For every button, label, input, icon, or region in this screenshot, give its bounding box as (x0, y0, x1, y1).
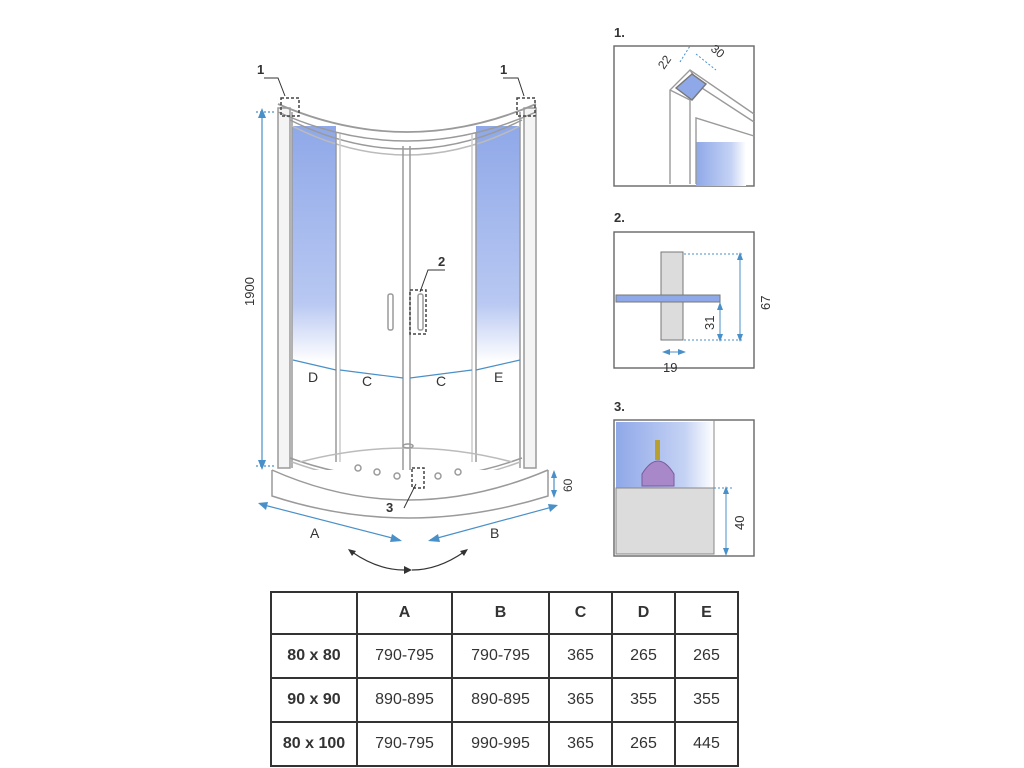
header-cell: E (674, 591, 739, 635)
left-handle (387, 293, 394, 331)
roller (454, 468, 462, 476)
detail-3-number: 3. (614, 399, 625, 414)
detail-3 (613, 419, 755, 557)
table-cell: 890-895 (451, 677, 550, 723)
dim-label-C-left: C (362, 373, 372, 389)
table-row: 80 x 100 790-795 990-995 365 265 445 (270, 721, 739, 767)
header-cell: B (451, 591, 550, 635)
table-cell: 265 (611, 721, 676, 767)
left-side-glass (292, 126, 336, 362)
table-header-row: A B C D E (270, 591, 739, 635)
shower-enclosure (271, 97, 549, 519)
detail-2 (613, 231, 755, 369)
dim-label-A: A (310, 525, 320, 541)
table-cell: 265 (674, 633, 739, 679)
roller (434, 472, 442, 480)
detail-2-number: 2. (614, 210, 625, 225)
right-side-glass (476, 126, 520, 362)
callout-label-1-left: 1 (257, 62, 264, 77)
right-post (523, 107, 537, 469)
detail-3-dim-height: 40 (732, 516, 747, 530)
table-row: 90 x 90 890-895 890-895 365 355 355 (270, 677, 739, 723)
table-cell: 365 (548, 677, 613, 723)
detail-2-dim-mid: 31 (702, 316, 717, 330)
size-cell: 80 x 100 (270, 721, 358, 767)
callout-box-2 (409, 289, 427, 335)
height-label: 1900 (242, 277, 257, 306)
dimensions-table: A B C D E 80 x 80 790-795 790-795 365 26… (270, 591, 739, 767)
shower-technical-drawing: 1 1 2 3 1900 60 D C C E A B (242, 25, 773, 574)
callout-label-2: 2 (438, 254, 445, 269)
header-cell: A (356, 591, 453, 635)
detail-1-number: 1. (614, 25, 625, 40)
callout-box-1-right (516, 97, 536, 117)
detail-1-dim-a: 22 (655, 52, 674, 71)
shower-tray (271, 470, 549, 519)
table-cell: 355 (611, 677, 676, 723)
callout-box-3 (411, 467, 425, 489)
dim-label-D: D (308, 369, 318, 385)
table-row: 80 x 80 790-795 790-795 365 265 265 (270, 633, 739, 679)
detail-1 (613, 45, 755, 187)
dim-label-C-right: C (436, 373, 446, 389)
table-cell: 790-795 (451, 633, 550, 679)
table-cell: 990-995 (451, 721, 550, 767)
top-rail (277, 103, 537, 133)
door-swing-arrows (351, 551, 465, 571)
table-cell: 365 (548, 633, 613, 679)
table-cell: 355 (674, 677, 739, 723)
detail-1-dim-b: 30 (708, 42, 727, 62)
header-cell (270, 591, 358, 635)
detail-2-dim-height: 67 (758, 296, 773, 310)
tray-height-label: 60 (561, 478, 575, 492)
left-post (277, 107, 291, 469)
seal (641, 460, 675, 487)
dim-label-B: B (490, 525, 499, 541)
size-cell: 80 x 80 (270, 633, 358, 679)
roller (393, 472, 401, 480)
table-cell: 790-795 (356, 633, 453, 679)
table-cell: 365 (548, 721, 613, 767)
header-cell: C (548, 591, 613, 635)
callout-box-1-left (280, 97, 300, 117)
table-cell: 790-795 (356, 721, 453, 767)
detail-2-dim-width: 19 (663, 360, 677, 375)
right-handle (417, 293, 424, 331)
dim-label-E: E (494, 369, 503, 385)
callout-label-3: 3 (386, 500, 393, 515)
drain (402, 443, 414, 449)
size-cell: 90 x 90 (270, 677, 358, 723)
roller (373, 468, 381, 476)
header-cell: D (611, 591, 676, 635)
table-cell: 265 (611, 633, 676, 679)
table-cell: 445 (674, 721, 739, 767)
roller (354, 464, 362, 472)
callout-label-1-right: 1 (500, 62, 507, 77)
table-cell: 890-895 (356, 677, 453, 723)
